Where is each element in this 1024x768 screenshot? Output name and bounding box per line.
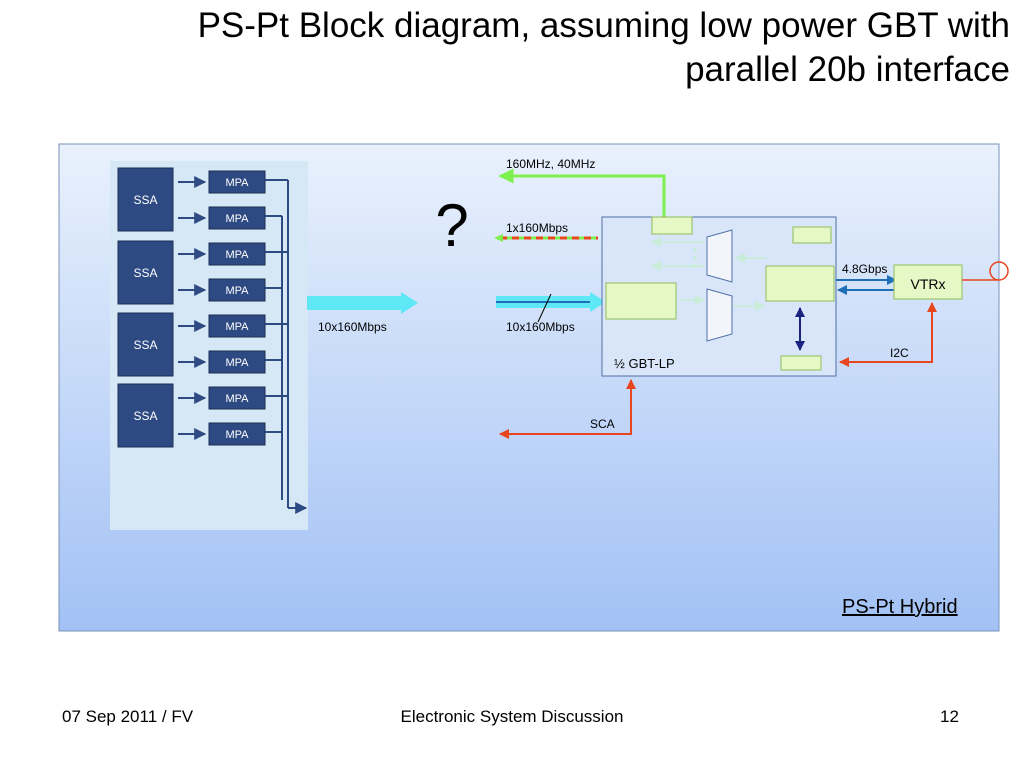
fiber-out [962,261,1009,281]
ssa-block-1: SSA [117,167,174,232]
mpa-label: MPA [225,321,249,333]
gbt-lp-label: ½ GBT-LP [614,356,675,371]
gbt-clock-cell [651,216,693,235]
sca-line [499,379,636,439]
mux-upper [706,229,733,283]
ssa-label: SSA [133,409,157,423]
title-line-2: parallel 20b interface [685,50,1010,89]
footer-date: 07 Sep 2011 / FV [62,707,194,726]
question-mark: ? [435,192,468,259]
data-arrow-right [496,292,606,323]
vtrx-label: VTRx [911,276,946,292]
mpa-block-6: MPA [208,350,266,374]
fast-control-label: 1x160Mbps [506,221,568,235]
mpa-block-1: MPA [208,170,266,194]
clock-label: 160MHz, 40MHz [506,157,595,171]
mpa-label: MPA [225,357,249,369]
mux-lower [706,288,733,342]
mpa-block-7: MPA [208,386,266,410]
ssa-block-2: SSA [117,240,174,305]
i2c-label: I2C [890,346,909,360]
slide-title: PS-Pt Block diagram, assuming low power … [20,4,1010,92]
gbt-serdes-cell [765,265,835,302]
ssa-block-4: SSA [117,383,174,448]
sca-label: SCA [590,417,615,431]
mpa-label: MPA [225,213,249,225]
mpa-block-4: MPA [208,278,266,302]
mpa-label: MPA [225,249,249,261]
ssa-label: SSA [133,266,157,280]
mpa-label: MPA [225,393,249,405]
footer-title: Electronic System Discussion [400,707,624,726]
vtrx-link [836,275,897,295]
ssa-label: SSA [133,193,157,207]
gbt-input-cell [605,282,677,320]
vtrx-box [893,264,963,300]
rate-label: 4.8Gbps [842,262,887,276]
hybrid-label: PS-Pt Hybrid [842,596,958,618]
mpa-output-bus [265,179,308,514]
gbt-dots [693,248,697,268]
mpa-block-5: MPA [208,314,266,338]
mpa-label: MPA [225,177,249,189]
mpa-block-3: MPA [208,242,266,266]
fast-control-line [494,234,598,242]
title-line-1: PS-Pt Block diagram, assuming low power … [197,6,1010,45]
ssa-label: SSA [133,338,157,352]
data-arrow-left [307,292,418,314]
gbt-config-cell [792,226,832,244]
ssa-block-3: SSA [117,312,174,377]
ssa-to-mpa-arrows [178,176,207,440]
data-in-label-right: 10x160Mbps [506,320,575,334]
mpa-label: MPA [225,429,249,441]
mpa-label: MPA [225,285,249,297]
mpa-block-8: MPA [208,422,266,446]
clock-line [498,168,666,217]
mpa-block-2: MPA [208,206,266,230]
data-in-label-left: 10x160Mbps [318,320,387,334]
i2c-line [839,302,937,367]
page-number: 12 [940,707,959,726]
gbt-i2c-cell [780,355,822,371]
